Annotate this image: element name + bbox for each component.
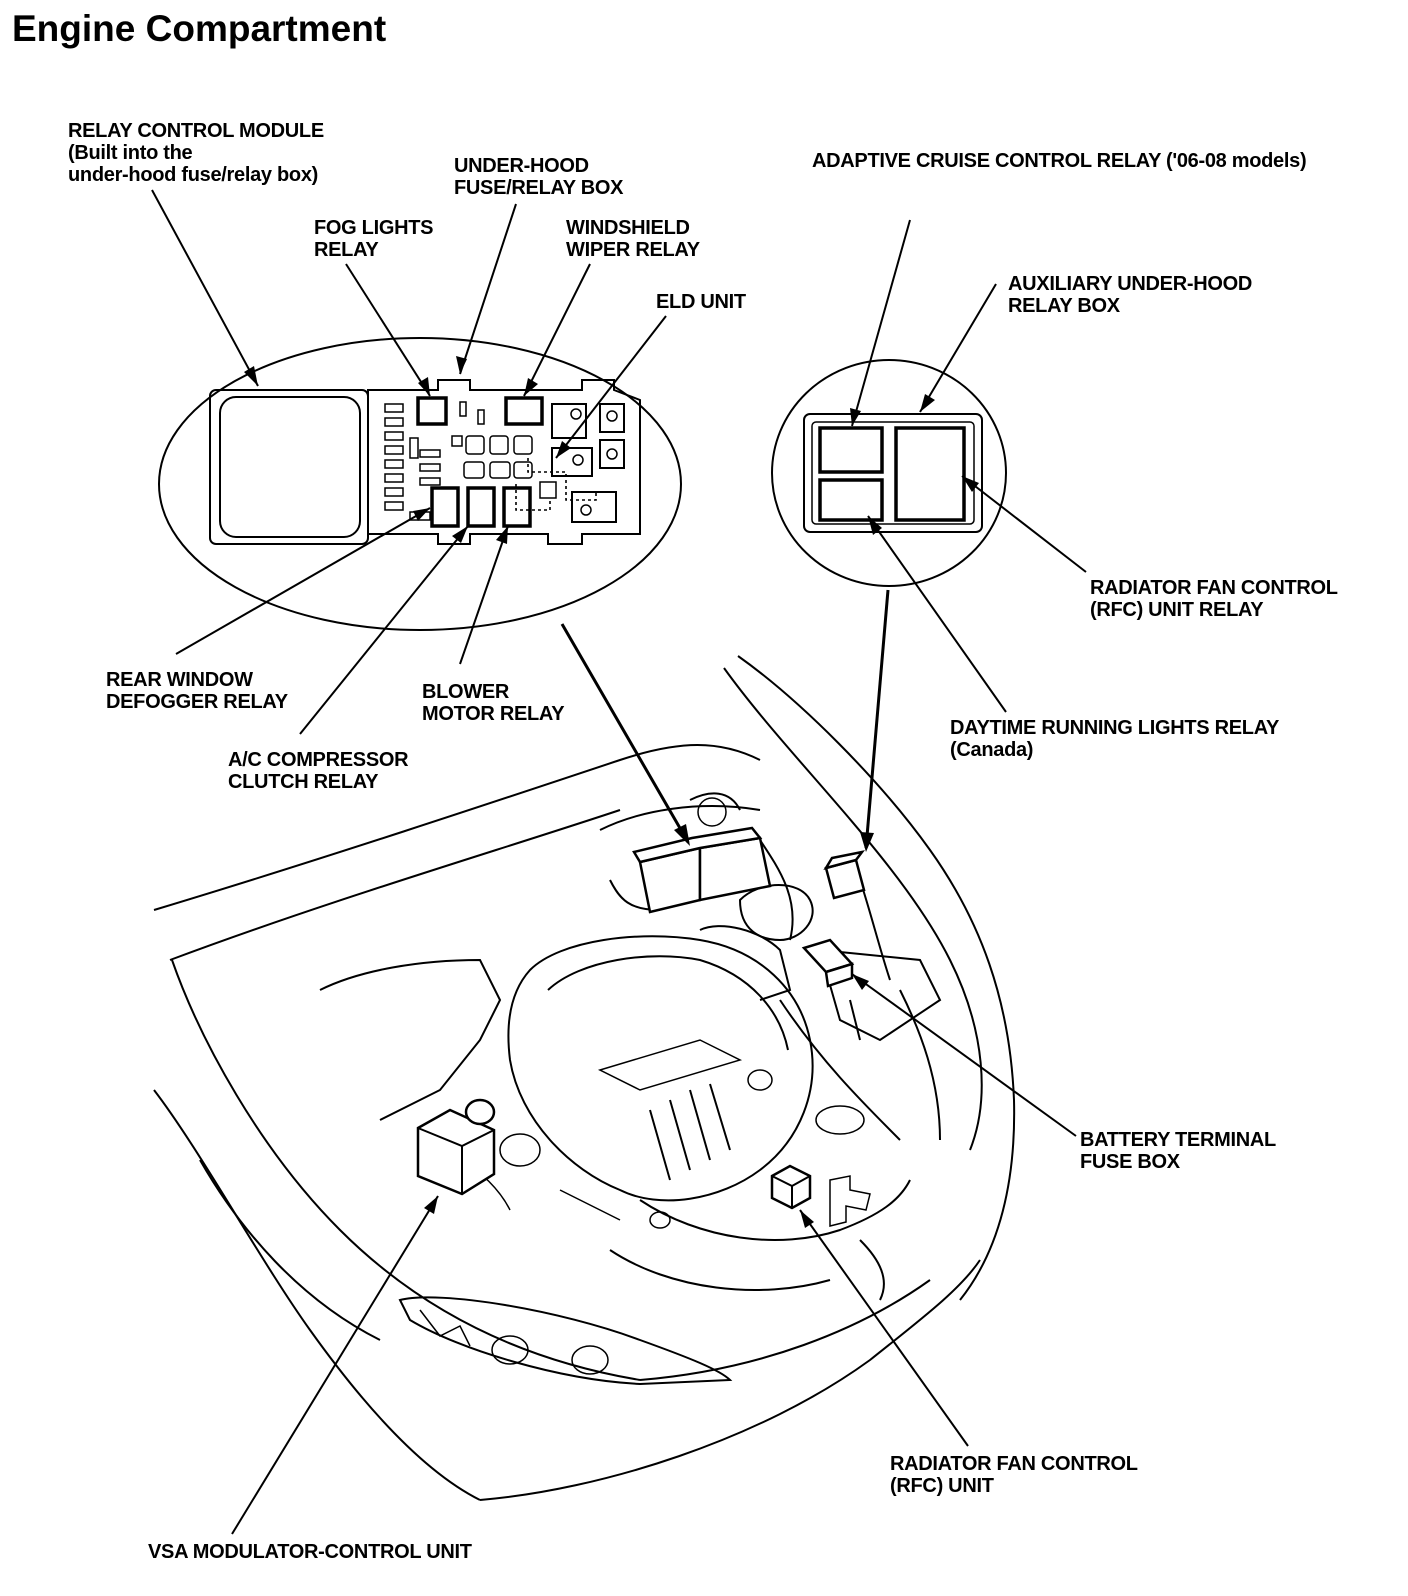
label-battery-terminal-fuse-box: BATTERY TERMINAL FUSE BOX [1080, 1129, 1281, 1173]
page-title: Engine Compartment [12, 8, 386, 49]
label-daytime-running-lights-relay: DAYTIME RUNNING LIGHTS RELAY (Canada) [950, 717, 1284, 761]
label-auxiliary-under-hood-relay-box: AUXILIARY UNDER-HOOD RELAY BOX [1008, 273, 1257, 317]
label-fog-lights-relay: FOG LIGHTS RELAY [314, 217, 438, 261]
label-rfc-unit: RADIATOR FAN CONTROL (RFC) UNIT [890, 1453, 1143, 1497]
label-ac-compressor-clutch-relay: A/C COMPRESSOR CLUTCH RELAY [228, 749, 414, 793]
auxiliary-relay-box-detail [771, 359, 1007, 587]
label-vsa-modulator-control-unit: VSA MODULATOR-CONTROL UNIT [148, 1541, 472, 1563]
label-rear-window-defogger-relay: REAR WINDOW DEFOGGER RELAY [106, 669, 289, 713]
vehicle-engine-compartment [153, 655, 1016, 1501]
label-relay-control-module: RELAY CONTROL MODULE (Built into the und… [68, 120, 329, 186]
bay-battery-terminal-fuse-box [801, 938, 855, 988]
bay-under-hood-fuse-box [632, 826, 772, 914]
label-eld-unit: ELD UNIT [656, 291, 746, 313]
bay-auxiliary-relay-box [823, 850, 866, 900]
label-adaptive-cruise-control-relay: ADAPTIVE CRUISE CONTROL RELAY ('06-08 mo… [812, 150, 1306, 172]
bay-rfc-unit [770, 1164, 812, 1210]
leader-lines [151, 189, 1087, 1535]
label-windshield-wiper-relay: WINDSHIELD WIPER RELAY [566, 217, 701, 261]
label-blower-motor-relay: BLOWER MOTOR RELAY [422, 681, 565, 725]
label-under-hood-fuse-relay-box: UNDER-HOOD FUSE/RELAY BOX [454, 155, 624, 199]
label-rfc-unit-relay: RADIATOR FAN CONTROL (RFC) UNIT RELAY [1090, 577, 1343, 621]
bay-vsa-modulator-control-unit [416, 1098, 496, 1196]
under-hood-fuse-box-detail [158, 337, 682, 631]
